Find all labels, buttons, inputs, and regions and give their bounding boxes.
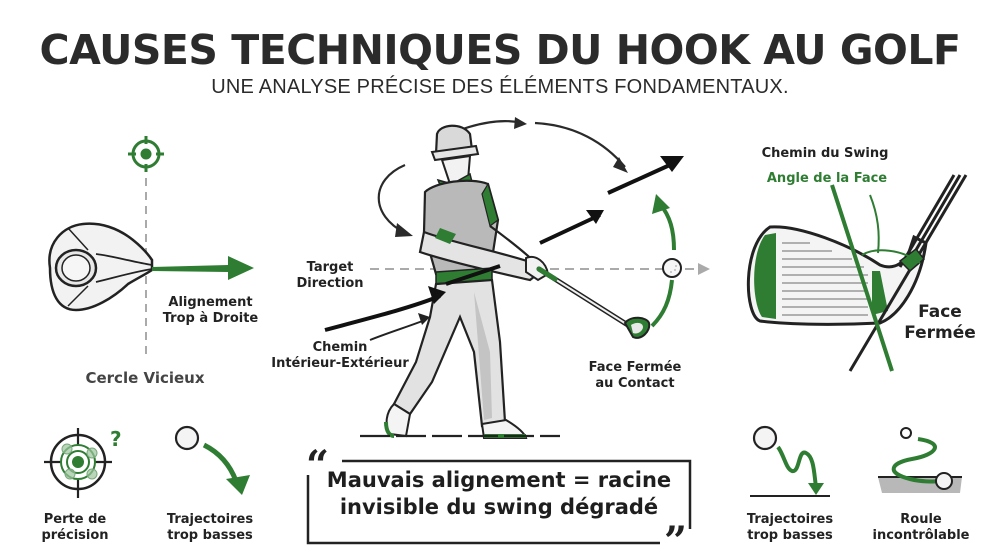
alignment-label: Alignement Trop à Droite bbox=[162, 295, 259, 326]
swing-path-title: Chemin du Swing bbox=[761, 146, 889, 161]
page-subtitle: UNE ANALYSE PRÉCISE DES ÉLÉMENTS FONDAME… bbox=[211, 76, 789, 98]
uncontrollable-roll-label: Roule incontrôlable bbox=[872, 512, 970, 543]
rolling-ball-icon bbox=[878, 427, 962, 493]
golf-club-shaft bbox=[536, 266, 651, 339]
falling-ball-icon bbox=[174, 425, 250, 495]
target-direction-line bbox=[370, 263, 710, 275]
close-quote-mark: ” bbox=[664, 518, 688, 559]
face-rotation-arc bbox=[650, 194, 676, 328]
open-quote-mark: “ bbox=[306, 442, 330, 489]
ground-line bbox=[360, 434, 560, 438]
quote-frame bbox=[306, 459, 692, 545]
golfer-swing-illustration bbox=[384, 124, 550, 439]
closed-face-label: Face Fermée bbox=[904, 302, 976, 343]
page-title: CAUSES TECHNIQUES DU HOOK AU GOLF bbox=[39, 26, 961, 74]
vicious-circle-caption: Cercle Vicieux bbox=[85, 369, 205, 387]
crosshair-target-icon bbox=[128, 136, 164, 172]
golfer-top-view-icon bbox=[48, 222, 154, 312]
quote-text: Mauvais alignement = racine invisible du… bbox=[326, 468, 672, 519]
closed-face-contact-label: Face Fermée au Contact bbox=[588, 360, 682, 391]
swing-path-arrows bbox=[324, 156, 684, 341]
low-trajectory-label-right: Trajectoires trop basses bbox=[746, 512, 834, 543]
face-angle-title: Angle de la Face bbox=[766, 171, 888, 186]
rotation-arrows bbox=[377, 117, 628, 237]
bouncing-ball-icon bbox=[750, 425, 830, 497]
swing-path-label: Chemin Intérieur-Extérieur bbox=[271, 340, 409, 371]
clubface-diagram-icon bbox=[746, 174, 968, 372]
svg-text:?: ? bbox=[110, 427, 122, 451]
scattered-target-icon: ? bbox=[44, 427, 122, 498]
low-trajectory-label-left: Trajectoires trop basses bbox=[166, 512, 254, 543]
precision-loss-label: Perte de précision bbox=[41, 512, 109, 543]
golf-ball-icon bbox=[662, 258, 682, 278]
alignment-arrow bbox=[152, 256, 254, 280]
target-direction-label: Target Direction bbox=[296, 260, 364, 291]
